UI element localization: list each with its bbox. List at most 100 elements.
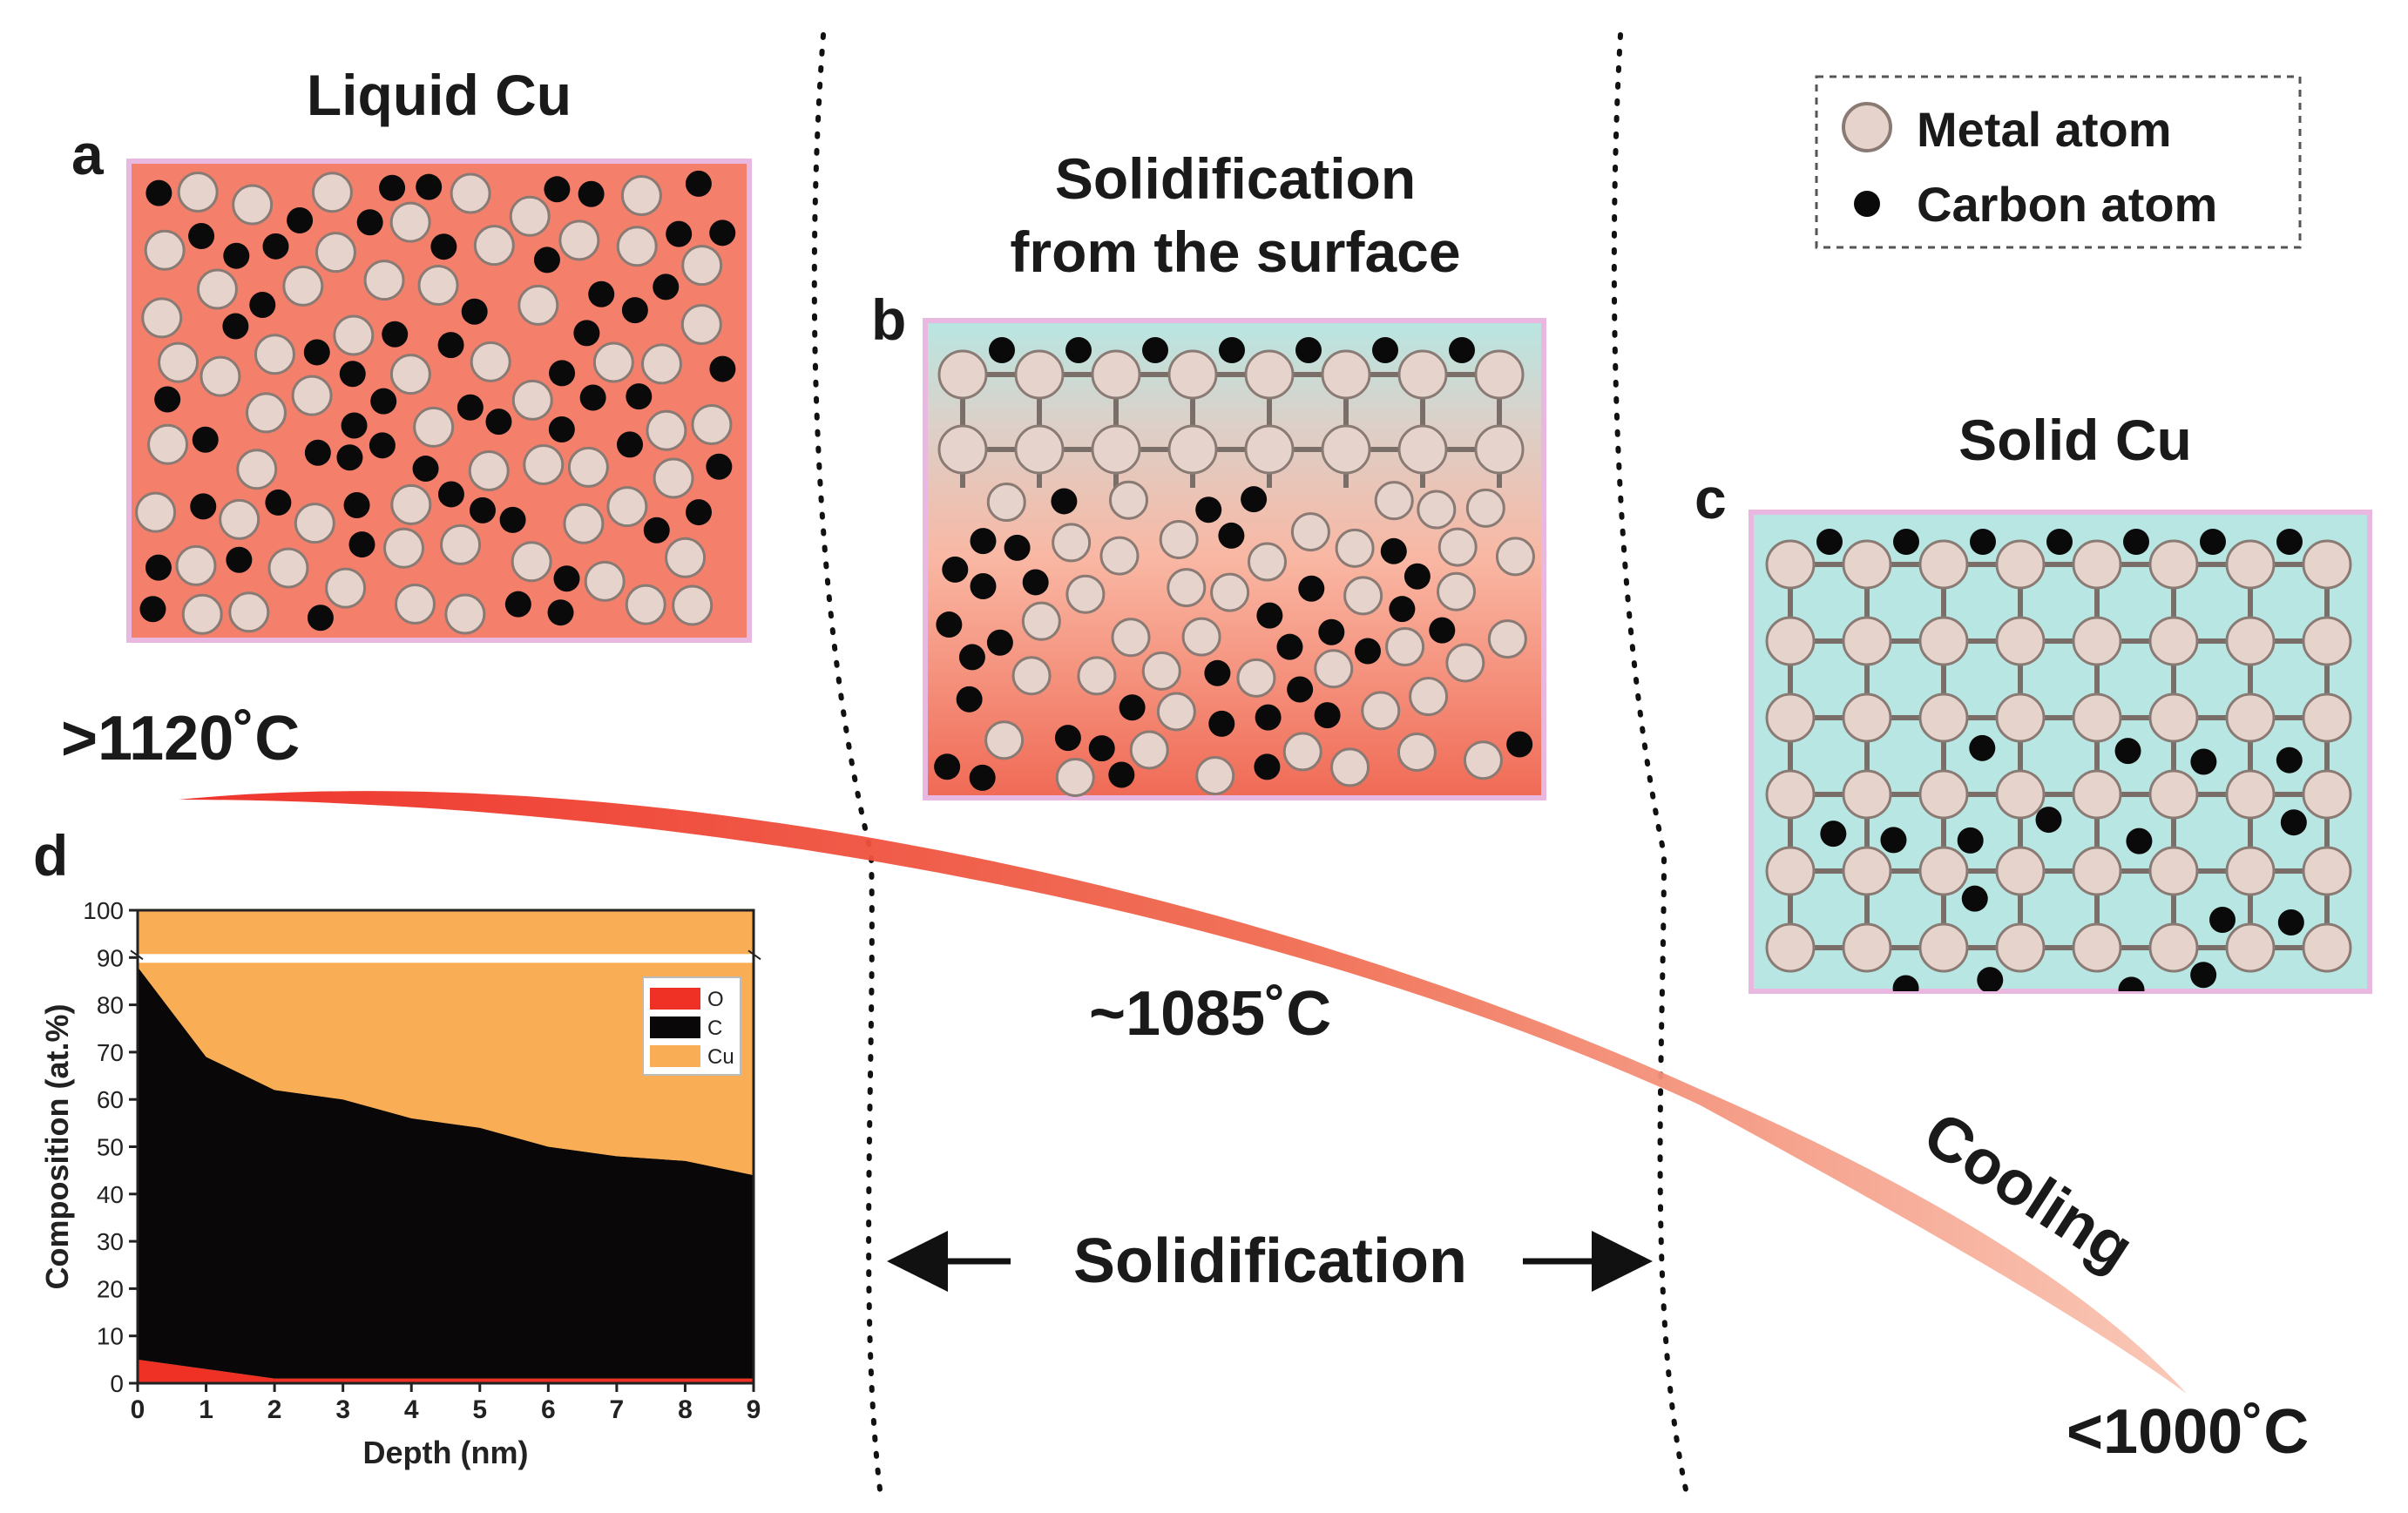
metal-atom [1765, 539, 1816, 590]
legend-metal-label: Metal atom [1917, 102, 2172, 157]
metal-atom [1409, 677, 1449, 717]
carbon-atom [304, 439, 331, 466]
metal-atom [1181, 617, 1221, 657]
metal-atom [2148, 539, 2199, 590]
metal-atom [389, 354, 431, 395]
metal-atom [1129, 730, 1169, 770]
metal-atom [144, 229, 186, 271]
carbon-atom [2046, 529, 2073, 555]
carbon-atom [1354, 638, 1381, 665]
metal-atom [606, 486, 648, 528]
x-tick-label: 3 [335, 1395, 350, 1424]
metal-atom [1842, 769, 1892, 820]
carbon-atom [303, 339, 330, 366]
area-c [138, 967, 754, 1379]
carbon-atom [533, 247, 560, 274]
axis-break-band [134, 954, 757, 963]
metal-atom [984, 720, 1025, 760]
carbon-atom [307, 605, 334, 632]
metal-atom [2225, 769, 2276, 820]
carbon-atom [262, 233, 289, 260]
metal-atom [363, 260, 405, 301]
carbon-atom [969, 764, 996, 791]
carbon-atom [2114, 738, 2141, 765]
metal-atom [680, 303, 722, 345]
carbon-atom [547, 599, 574, 626]
metal-atom [2148, 922, 2199, 973]
carbon-atom [2190, 962, 2217, 989]
panel-c-letter: c [1694, 466, 1727, 530]
metal-atom [440, 523, 482, 565]
legend-carbon-label: Carbon atom [1917, 177, 2217, 232]
carbon-atom [457, 394, 484, 421]
metal-atom [2072, 539, 2122, 590]
carbon-atom [1119, 694, 1146, 721]
carbon-atom [461, 298, 488, 325]
metal-atom [2302, 692, 2352, 743]
x-tick-label: 1 [199, 1395, 213, 1424]
carbon-atom [1961, 885, 1988, 912]
carbon-atom [1977, 967, 2004, 991]
metal-atom [1842, 846, 1892, 896]
carbon-atom [1380, 537, 1407, 564]
y-tick-label: 30 [97, 1228, 124, 1255]
carbon-atom [666, 220, 693, 247]
metal-atom [1343, 576, 1383, 616]
carbon-atom [190, 493, 217, 520]
metal-atom [517, 284, 559, 326]
metal-atom [1111, 618, 1151, 658]
panel-b-title-line2: from the surface [1010, 220, 1460, 284]
metal-atom [1282, 732, 1322, 772]
metal-atom [511, 379, 553, 421]
carbon-atom [1957, 827, 1984, 854]
y-tick-label: 10 [97, 1323, 124, 1350]
carbon-atom [223, 242, 250, 269]
x-tick-label: 5 [472, 1395, 487, 1424]
metal-atom [2225, 846, 2276, 896]
metal-atom [937, 349, 988, 400]
separator-right [1611, 32, 1688, 1492]
carbon-atom [970, 528, 997, 555]
legend-swatch-cu [650, 1045, 700, 1067]
carbon-atom [1820, 821, 1847, 848]
metal-atom [1765, 769, 1816, 820]
metal-atom [2072, 846, 2122, 896]
metal-atom [1842, 922, 1892, 973]
metal-atom [236, 449, 278, 490]
metal-atom [937, 424, 988, 475]
metal-atom [417, 265, 459, 307]
metal-atom [523, 443, 565, 485]
metal-atom [1463, 740, 1503, 780]
metal-atom [1065, 574, 1106, 614]
carbon-atom [2190, 748, 2217, 775]
metal-atom [1918, 846, 1969, 896]
metal-atom [2072, 922, 2122, 973]
carbon-atom [437, 481, 464, 508]
carbon-atom [2118, 976, 2145, 991]
x-tick-label: 9 [747, 1395, 761, 1424]
solidifying-box [923, 318, 1546, 800]
y-tick-label: 100 [83, 897, 124, 924]
metal-atom [141, 297, 183, 339]
temp-low-label: <1000˚C [2066, 1397, 2309, 1467]
metal-atom [444, 593, 486, 635]
metal-atom [620, 174, 662, 216]
metal-atom [1374, 481, 1414, 521]
metal-atom [563, 503, 605, 544]
metal-atom [177, 172, 219, 213]
carbon-atom [145, 554, 172, 581]
carbon-atom [1255, 704, 1282, 731]
carbon-atom [382, 321, 409, 348]
metal-atom [158, 341, 200, 383]
carbon-atom [339, 361, 366, 388]
metal-atom [470, 341, 511, 382]
panel-a: a Liquid Cu [71, 63, 752, 643]
temp-mid-label: ~1085˚C [1089, 979, 1331, 1049]
metal-atom [653, 457, 694, 499]
metal-atom [646, 409, 687, 451]
metal-atom [1445, 643, 1485, 683]
legend-label-c: C [707, 1017, 722, 1040]
carbon-atom [369, 432, 396, 459]
carbon-atom [287, 207, 314, 234]
panel-b-letter: b [871, 287, 906, 352]
